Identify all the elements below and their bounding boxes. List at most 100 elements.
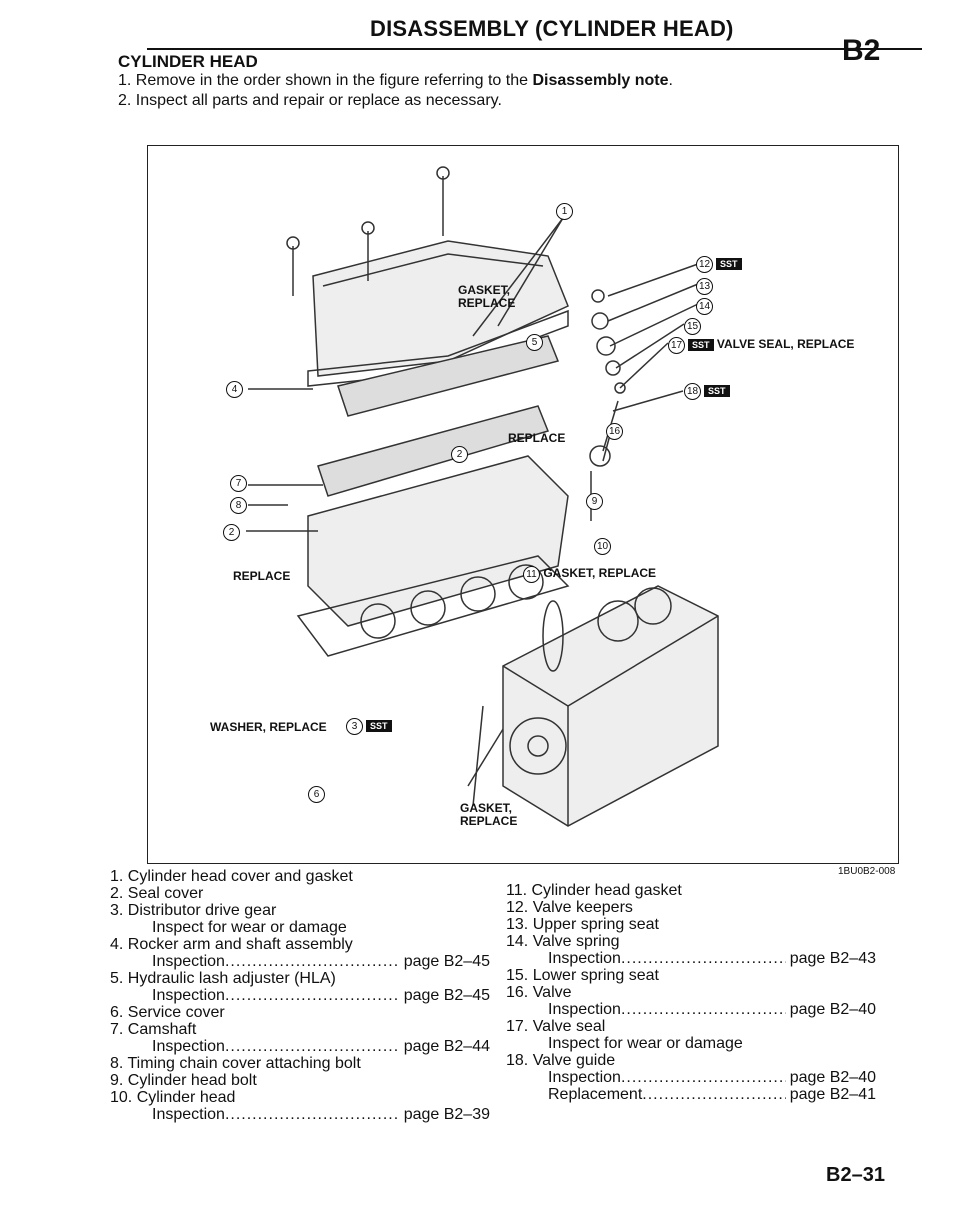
sst-badge: SST (716, 257, 742, 270)
parts-list-item: 14. Valve spring (506, 933, 876, 950)
header-rule (147, 48, 922, 50)
parts-list-item: 9. Cylinder head bolt (110, 1072, 490, 1089)
part-name: 3. Distributor drive gear (110, 902, 277, 919)
parts-list-item: 2. Seal cover (110, 885, 490, 902)
part-name: 10. Cylinder head (110, 1089, 236, 1106)
part-name: Inspection (152, 1038, 225, 1055)
part-name: Inspect for wear or damage (548, 1035, 743, 1052)
callout-8: 8 (230, 497, 247, 514)
leader-dots: ........................................… (224, 1106, 400, 1123)
part-name: 4. Rocker arm and shaft assembly (110, 936, 353, 953)
callout-text: REPLACE (458, 296, 516, 310)
page-reference: page B2–43 (789, 950, 876, 967)
page-reference: page B2–44 (403, 1038, 490, 1055)
parts-list-item: Inspection..............................… (110, 953, 490, 970)
parts-list-item: 4. Rocker arm and shaft assembly (110, 936, 490, 953)
callout-number: 9 (586, 493, 603, 510)
part-name: 2. Seal cover (110, 885, 204, 902)
parts-list-item: Inspection..............................… (110, 987, 490, 1004)
parts-list-item: 16. Valve (506, 984, 876, 1001)
callout-6: 6 (308, 786, 325, 803)
parts-list-item: 10. Cylinder head (110, 1089, 490, 1106)
callout-14: 14 (696, 298, 713, 315)
callout-number: 12 (696, 256, 713, 273)
page-reference: page B2–40 (789, 1001, 876, 1018)
sst-badge: SST (704, 384, 730, 397)
callout-number: 3 (346, 718, 363, 735)
callout-15: 15 (684, 318, 701, 335)
parts-list-item: 1. Cylinder head cover and gasket (110, 868, 490, 885)
parts-list-item: 15. Lower spring seat (506, 967, 876, 984)
callout-text: REPLACE (233, 569, 291, 583)
parts-list-item: Inspection..............................… (506, 1001, 876, 1018)
leader-dots: ........................................… (620, 1069, 786, 1086)
parts-list-item: 12. Valve keepers (506, 899, 876, 916)
callout-2a: 2 (451, 446, 468, 463)
part-name: Inspection (548, 1001, 621, 1018)
callout-number: 11 (523, 566, 540, 583)
callout-16: 16 (606, 423, 623, 440)
part-name: Inspection (152, 1106, 225, 1123)
callout-text: REPLACE (508, 431, 566, 445)
callout-7: 7 (230, 475, 247, 492)
callout-gasket-replace-bottom: GASKET,REPLACE (460, 802, 517, 828)
leader-dots: ........................................… (620, 950, 786, 967)
page-reference: page B2–45 (403, 987, 490, 1004)
leader-dots: ........................................… (224, 1038, 400, 1055)
part-name: Inspection (548, 1069, 621, 1086)
part-name: 6. Service cover (110, 1004, 225, 1021)
leader-dots: ........................................… (620, 1001, 786, 1018)
callout-number: 4 (226, 381, 243, 398)
callout-text: GASKET, REPLACE (543, 566, 657, 580)
leader-dots: ........................................… (224, 987, 400, 1004)
parts-list-item: 17. Valve seal (506, 1018, 876, 1035)
parts-list-item: Inspect for wear or damage (506, 1035, 876, 1052)
callout-number: 18 (684, 383, 701, 400)
parts-list-item: 3. Distributor drive gear (110, 902, 490, 919)
parts-list-item: 13. Upper spring seat (506, 916, 876, 933)
callout-number: 1 (556, 203, 573, 220)
part-name: 13. Upper spring seat (506, 916, 659, 933)
part-name: Replacement (548, 1086, 643, 1103)
part-name: 9. Cylinder head bolt (110, 1072, 257, 1089)
parts-list-item: 18. Valve guide (506, 1052, 876, 1069)
instruction-2: 2. Inspect all parts and repair or repla… (118, 92, 502, 110)
part-name: 17. Valve seal (506, 1018, 606, 1035)
part-name: 11. Cylinder head gasket (506, 882, 682, 899)
part-name: 15. Lower spring seat (506, 967, 659, 984)
part-name: 8. Timing chain cover attaching bolt (110, 1055, 361, 1072)
callout-text: REPLACE (460, 814, 518, 828)
callout-number: 17 (668, 337, 685, 354)
parts-list-item: Inspect for wear or damage (110, 919, 490, 936)
callout-replace-left: REPLACE (233, 569, 290, 583)
leader-dots: ........................................… (224, 953, 400, 970)
callout-number: 16 (606, 423, 623, 440)
callout-number: 7 (230, 475, 247, 492)
parts-list-item: 6. Service cover (110, 1004, 490, 1021)
callout-1: 1 (556, 203, 573, 220)
callout-number: 10 (594, 538, 611, 555)
page-reference: page B2–45 (403, 953, 490, 970)
part-name: 16. Valve (506, 984, 572, 1001)
callout-number: 8 (230, 497, 247, 514)
part-name: Inspection (548, 950, 621, 967)
callout-number: 2 (223, 524, 240, 541)
page-reference: page B2–41 (789, 1086, 876, 1103)
callout-gasket-replace-top: GASKET,REPLACE (458, 284, 515, 310)
callout-number: 2 (451, 446, 468, 463)
callout-number: 5 (526, 334, 543, 351)
parts-list-item: 11. Cylinder head gasket (506, 882, 876, 899)
engine-exploded-diagram (246, 166, 719, 827)
page-title: DISASSEMBLY (CYLINDER HEAD) (370, 16, 734, 41)
page-reference: page B2–40 (789, 1069, 876, 1086)
part-name: 1. Cylinder head cover and gasket (110, 868, 353, 885)
callout-text: GASKET, (458, 283, 511, 297)
callout-13: 13 (696, 278, 713, 295)
parts-list-item: 8. Timing chain cover attaching bolt (110, 1055, 490, 1072)
